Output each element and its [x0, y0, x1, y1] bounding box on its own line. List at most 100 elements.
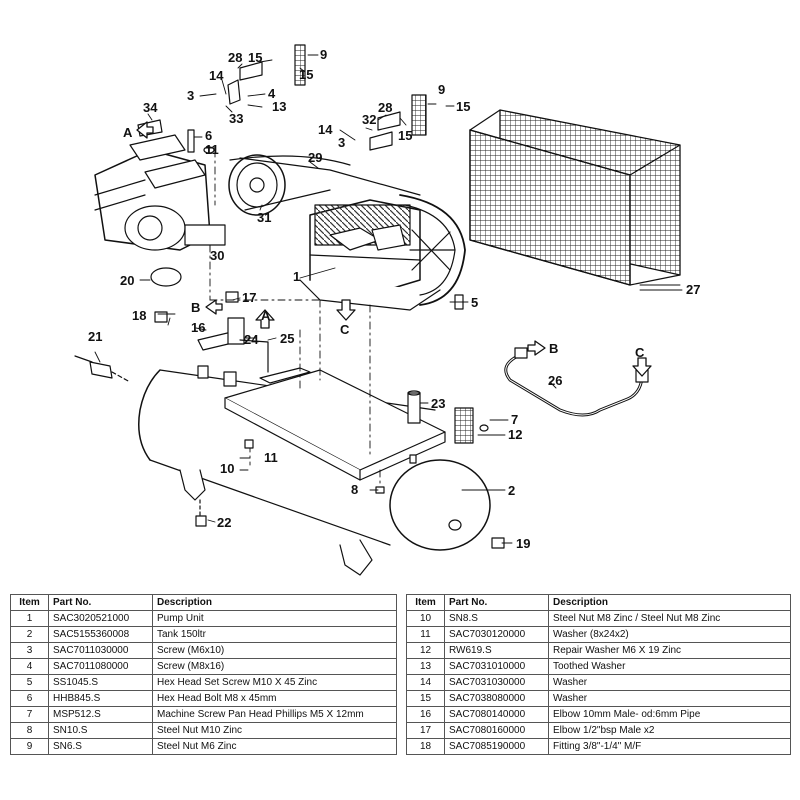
description-cell: Toothed Washer	[548, 658, 791, 675]
callout-15a: 15	[248, 50, 262, 65]
description-cell: Washer (8x24x2)	[548, 626, 791, 643]
header-part-no: Part No.	[444, 594, 549, 611]
callout-9b: 9	[438, 82, 445, 97]
callout-31: 31	[257, 210, 271, 225]
callout-15b: 15	[299, 67, 313, 82]
item-cell: 12	[406, 642, 445, 659]
part-no-cell: SAC7080160000	[444, 722, 549, 739]
header-description: Description	[152, 594, 397, 611]
callout-24: 24	[244, 332, 259, 347]
air-filter	[150, 267, 182, 287]
callout-28b: 28	[378, 100, 392, 115]
part-no-cell: SAC7085190000	[444, 738, 549, 755]
description-cell: Washer	[548, 690, 791, 707]
part-no-cell: SAC7031010000	[444, 658, 549, 675]
item-cell: 11	[406, 626, 445, 643]
callout-1: 1	[293, 269, 300, 284]
part-no-cell: SAC7080140000	[444, 706, 549, 723]
callout-15c: 15	[398, 128, 412, 143]
part-no-cell: SAC5155360008	[48, 626, 153, 643]
callout-11b: 11	[264, 450, 278, 465]
part-no-cell: SAC3020521000	[48, 610, 153, 627]
callout-11a: 11	[205, 142, 219, 157]
callout-23: 23	[431, 396, 445, 411]
part-no-cell: SN6.S	[48, 738, 153, 755]
callout-25: 25	[280, 331, 294, 346]
label-a-2: A	[261, 308, 271, 323]
exploded-parts-diagram: 1 2 3 3 4 5 6 7 8 9 9 10 11 11 12 13 14 …	[74, 44, 700, 576]
description-cell: Hex Head Bolt M8 x 45mm	[152, 690, 397, 707]
part-no-cell: SAC7030120000	[444, 626, 549, 643]
item-cell: 6	[10, 690, 49, 707]
description-cell: Pump Unit	[152, 610, 397, 627]
callout-27: 27	[686, 282, 700, 297]
description-cell: Hex Head Set Screw M10 X 45 Zinc	[152, 674, 397, 691]
callout-16: 16	[191, 320, 205, 335]
description-cell: Steel Nut M10 Zinc	[152, 722, 397, 739]
table-header-row: Item Part No. Description	[10, 594, 397, 611]
callout-12: 12	[508, 427, 522, 442]
item-cell: 18	[406, 738, 445, 755]
part-no-cell: HHB845.S	[48, 690, 153, 707]
callout-14a: 14	[209, 68, 224, 83]
mounting-plate	[224, 367, 446, 481]
safety-valve	[74, 355, 131, 383]
item-cell: 17	[406, 722, 445, 739]
part-no-cell: SAC7038080000	[444, 690, 549, 707]
label-a-1: A	[123, 125, 133, 140]
callout-3b: 3	[338, 135, 345, 150]
callout-32: 32	[362, 112, 376, 127]
pump-unit	[299, 194, 466, 311]
item-cell: 15	[406, 690, 445, 707]
callout-13: 13	[272, 99, 286, 114]
part-no-cell: SN10.S	[48, 722, 153, 739]
item-cell: 3	[10, 642, 49, 659]
description-cell: Washer	[548, 674, 791, 691]
callout-18: 18	[132, 308, 146, 323]
description-cell: Steel Nut M8 Zinc / Steel Nut M8 Zinc	[548, 610, 791, 627]
tank	[138, 365, 491, 576]
callout-26: 26	[548, 373, 562, 388]
description-cell: Repair Washer M6 X 19 Zinc	[548, 642, 791, 659]
callout-15d: 15	[456, 99, 470, 114]
belt-guard	[469, 109, 681, 286]
check-valve	[407, 390, 421, 424]
callout-34: 34	[143, 100, 158, 115]
part-no-cell: RW619.S	[444, 642, 549, 659]
item-cell: 4	[10, 658, 49, 675]
callout-17: 17	[242, 290, 256, 305]
callout-22: 22	[217, 515, 231, 530]
item-cell: 14	[406, 674, 445, 691]
callout-19: 19	[516, 536, 530, 551]
callout-10: 10	[220, 461, 234, 476]
description-cell: Screw (M8x16)	[152, 658, 397, 675]
callout-9a: 9	[320, 47, 327, 62]
callout-8: 8	[351, 482, 358, 497]
pipe	[504, 347, 649, 417]
callout-20: 20	[120, 273, 134, 288]
label-b-1: B	[191, 300, 200, 315]
item-cell: 7	[10, 706, 49, 723]
description-cell: Fitting 3/8"-1/4" M/F	[548, 738, 791, 755]
callout-28a: 28	[228, 50, 242, 65]
description-cell: Machine Screw Pan Head Phillips M5 X 12m…	[152, 706, 397, 723]
callout-33: 33	[229, 111, 243, 126]
label-c-2: C	[635, 345, 645, 360]
part-no-cell: SAC7011080000	[48, 658, 153, 675]
